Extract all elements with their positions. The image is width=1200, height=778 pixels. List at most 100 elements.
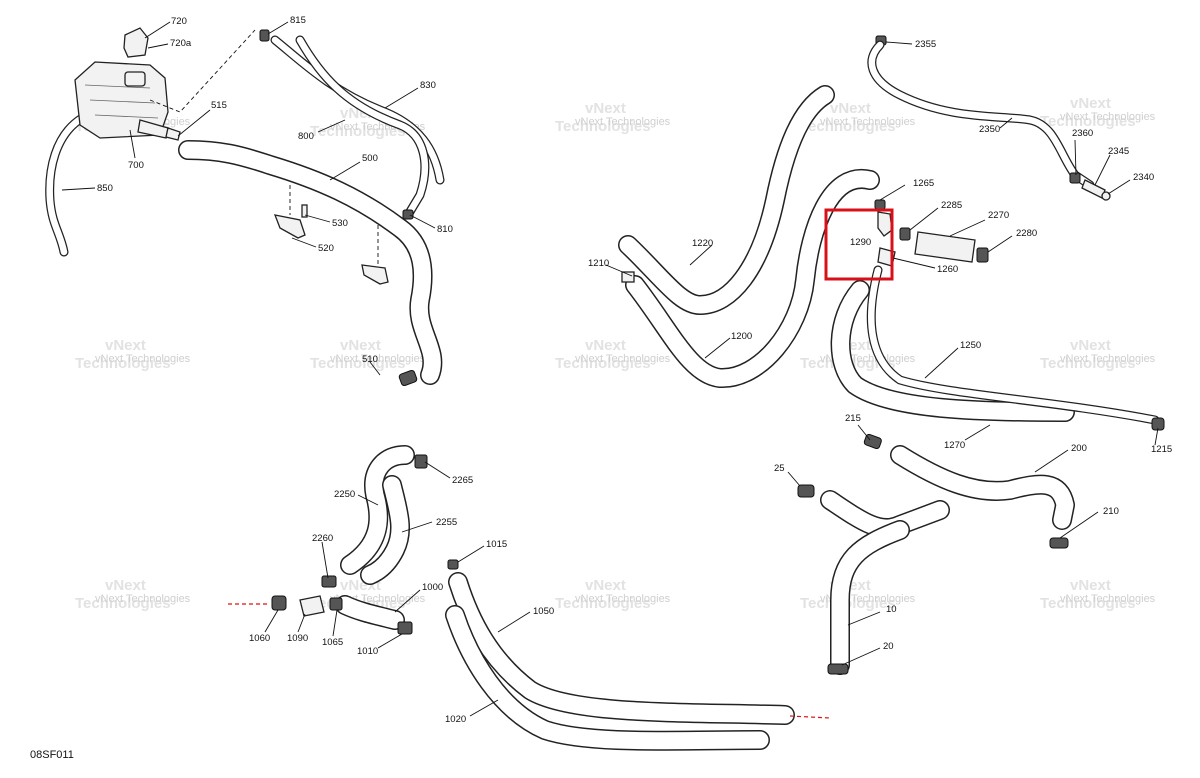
label-1260: 1260 bbox=[937, 264, 958, 275]
screw-530 bbox=[301, 204, 308, 218]
connection-line bbox=[789, 715, 831, 719]
hose-2270 bbox=[914, 231, 976, 263]
watermark: vNext Technologies vNext Technologies bbox=[75, 577, 191, 612]
clamp-1265 bbox=[874, 199, 886, 210]
label-1015: 1015 bbox=[486, 539, 507, 550]
svg-text:vNext: vNext bbox=[585, 577, 626, 594]
svg-text:vNext Technologies: vNext Technologies bbox=[820, 116, 916, 128]
radiator-hose-group bbox=[787, 424, 1099, 675]
label-25: 25 bbox=[774, 463, 785, 474]
label-515: 515 bbox=[211, 100, 227, 111]
svg-text:vNext: vNext bbox=[1070, 95, 1111, 112]
label-2260: 2260 bbox=[312, 533, 333, 544]
svg-text:vNext: vNext bbox=[585, 337, 626, 354]
watermark: vNext Technologies vNext Technologies bbox=[555, 100, 671, 135]
label-1050: 1050 bbox=[533, 606, 554, 617]
label-510: 510 bbox=[362, 354, 378, 365]
label-850: 850 bbox=[97, 183, 113, 194]
svg-text:vNext Technologies: vNext Technologies bbox=[1060, 111, 1156, 123]
label-810: 810 bbox=[437, 224, 453, 235]
label-1065: 1065 bbox=[322, 637, 343, 648]
svg-text:vNext Technologies: vNext Technologies bbox=[95, 593, 191, 605]
svg-text:vNext Technologies: vNext Technologies bbox=[575, 353, 671, 365]
svg-text:Technologies: Technologies bbox=[75, 355, 171, 372]
label-1220: 1220 bbox=[692, 238, 713, 249]
watermarks: vNext Technologies vNext Technologies vN… bbox=[75, 95, 1156, 612]
leaders-top-left bbox=[61, 21, 436, 376]
watermark: vNext Technologies vNext Technologies bbox=[800, 337, 916, 372]
tank-neck bbox=[124, 71, 146, 87]
svg-text:vNext: vNext bbox=[1070, 337, 1111, 354]
clamp-2280 bbox=[976, 247, 989, 263]
label-1270: 1270 bbox=[944, 440, 965, 451]
svg-text:vNext Technologies: vNext Technologies bbox=[1060, 593, 1156, 605]
label-2250: 2250 bbox=[334, 489, 355, 500]
drawing-code: 08SF011 bbox=[30, 749, 74, 761]
label-210: 210 bbox=[1103, 506, 1119, 517]
label-1020: 1020 bbox=[445, 714, 466, 725]
svg-text:vNext: vNext bbox=[340, 337, 381, 354]
small-hose-group bbox=[867, 35, 1131, 201]
watermark: vNext Technologies vNext Technologies bbox=[555, 337, 671, 372]
label-215: 215 bbox=[845, 413, 861, 424]
long-hose-group bbox=[445, 545, 831, 751]
tank-outlet bbox=[137, 119, 169, 139]
svg-text:vNext: vNext bbox=[830, 100, 871, 117]
clamp-2285 bbox=[899, 227, 911, 241]
svg-text:vNext Technologies: vNext Technologies bbox=[575, 593, 671, 605]
clamp-815 bbox=[259, 29, 270, 42]
svg-text:Technologies: Technologies bbox=[1040, 595, 1136, 612]
svg-text:Technologies: Technologies bbox=[555, 118, 651, 135]
clamp-810 bbox=[402, 209, 414, 220]
heater-hose-group bbox=[605, 85, 1165, 446]
label-1000: 1000 bbox=[422, 582, 443, 593]
label-700: 700 bbox=[128, 160, 144, 171]
label-800: 800 bbox=[298, 131, 314, 142]
svg-text:vNext Technologies: vNext Technologies bbox=[95, 353, 191, 365]
svg-text:Technologies: Technologies bbox=[75, 595, 171, 612]
label-1250: 1250 bbox=[960, 340, 981, 351]
label-200: 200 bbox=[1071, 443, 1087, 454]
part-labels: 720 720a 700 850 515 815 830 800 500 810… bbox=[30, 15, 1172, 761]
bracket-520b bbox=[361, 264, 389, 285]
watermark: vNext Technologies vNext Technologies bbox=[800, 577, 916, 612]
label-2285: 2285 bbox=[941, 200, 962, 211]
svg-text:vNext Technologies: vNext Technologies bbox=[1060, 353, 1156, 365]
svg-text:vNext Technologies: vNext Technologies bbox=[575, 116, 671, 128]
fitting-515 bbox=[165, 127, 181, 141]
watermark: vNext Technologies vNext Technologies bbox=[1040, 337, 1156, 372]
label-2265: 2265 bbox=[452, 475, 473, 486]
watermark: vNext Technologies vNext Technologies bbox=[1040, 577, 1156, 612]
label-2280: 2280 bbox=[1016, 228, 1037, 239]
svg-text:vNext: vNext bbox=[585, 100, 626, 117]
label-1265: 1265 bbox=[913, 178, 934, 189]
label-720a: 720a bbox=[170, 38, 192, 49]
svg-text:vNext: vNext bbox=[1070, 577, 1111, 594]
hose-1090 bbox=[299, 595, 325, 617]
svg-text:vNext Technologies: vNext Technologies bbox=[330, 353, 426, 365]
clamp-1065 bbox=[329, 597, 343, 611]
watermark: vNext Technologies vNext Technologies bbox=[1040, 95, 1156, 130]
label-1290: 1290 bbox=[850, 237, 871, 248]
label-720: 720 bbox=[171, 16, 187, 27]
label-20: 20 bbox=[883, 641, 894, 652]
reservoir-group bbox=[45, 27, 445, 387]
clamp-2260 bbox=[321, 575, 337, 588]
engine-hose-group bbox=[228, 445, 451, 649]
highlight-box-1290 bbox=[824, 208, 894, 281]
label-10: 10 bbox=[886, 604, 897, 615]
label-2255: 2255 bbox=[436, 517, 457, 528]
label-2340: 2340 bbox=[1133, 172, 1154, 183]
label-2360: 2360 bbox=[1072, 128, 1093, 139]
label-2270: 2270 bbox=[988, 210, 1009, 221]
label-2345: 2345 bbox=[1108, 146, 1129, 157]
label-530: 530 bbox=[332, 218, 348, 229]
watermark: vNext Technologies vNext Technologies bbox=[75, 337, 191, 372]
clamp-1015 bbox=[447, 559, 459, 570]
label-1200: 1200 bbox=[731, 331, 752, 342]
svg-text:Technologies: Technologies bbox=[555, 355, 651, 372]
label-1090: 1090 bbox=[287, 633, 308, 644]
svg-text:Technologies: Technologies bbox=[310, 355, 406, 372]
svg-text:vNext: vNext bbox=[105, 337, 146, 354]
